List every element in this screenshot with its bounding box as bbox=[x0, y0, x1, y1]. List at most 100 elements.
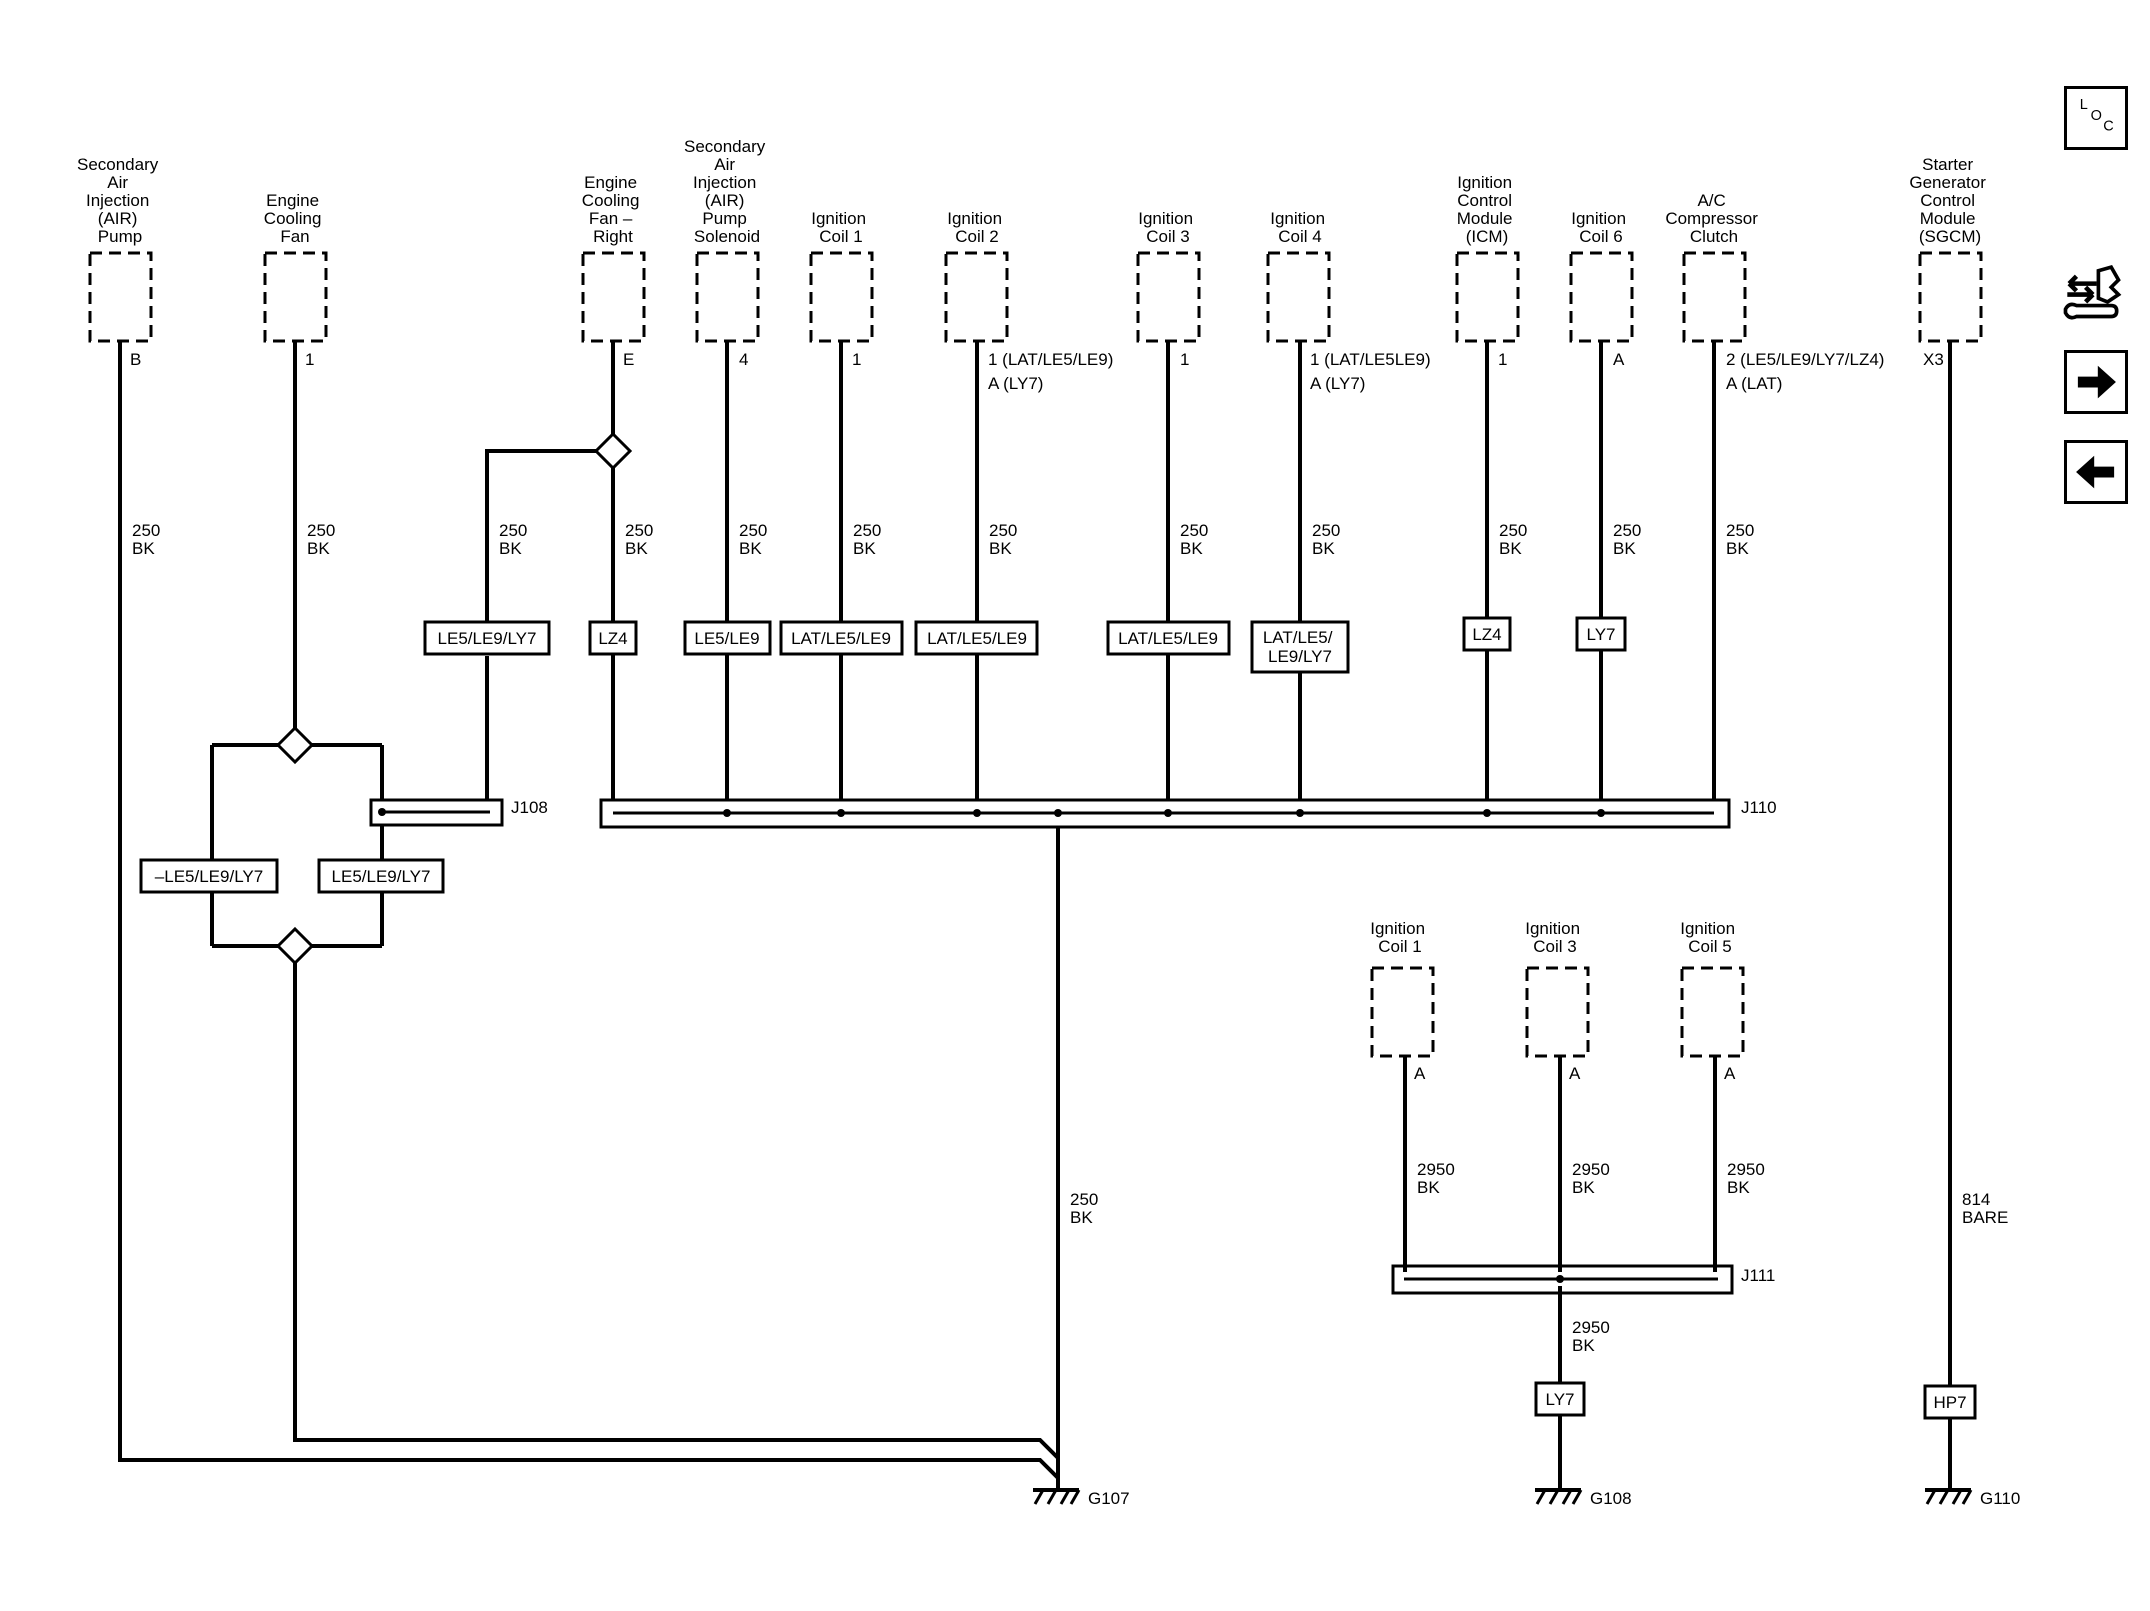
option-lat-le5-le9-coil3: LAT/LE5/LE9 bbox=[1106, 620, 1231, 656]
sgcm-connector[interactable] bbox=[1918, 251, 1983, 343]
air-pump-connector[interactable] bbox=[88, 251, 153, 343]
lower-coil5-connector[interactable] bbox=[1680, 966, 1745, 1058]
coil2-label: Ignition Coil 2 bbox=[947, 209, 1007, 246]
coil6-pin: A bbox=[1613, 350, 1625, 369]
svg-text:–LE5/LE9/LY7: –LE5/LE9/LY7 bbox=[155, 867, 263, 886]
svg-text:LAT/LE5/LE9: LAT/LE5/LE9 bbox=[791, 629, 891, 648]
wire-label-lower-coil1: 2950 BK bbox=[1417, 1160, 1460, 1197]
svg-text:LY7: LY7 bbox=[1587, 625, 1616, 644]
lower-coil1-pin: A bbox=[1414, 1064, 1426, 1083]
lower-coil3-pin: A bbox=[1569, 1064, 1581, 1083]
cooling-fan-connector[interactable] bbox=[263, 251, 328, 343]
cooling-fan-pin: 1 bbox=[305, 350, 314, 369]
wire-label-j111-ground: 2950 BK bbox=[1572, 1318, 1615, 1355]
wire-fan-right-branch[interactable] bbox=[485, 449, 596, 632]
wire-label-air-solenoid: 250 BK bbox=[739, 521, 772, 558]
svg-text:L: L bbox=[2080, 97, 2088, 113]
coil6-connector[interactable] bbox=[1569, 251, 1634, 343]
option-lat-le5-le9-coil1: LAT/LE5/LE9 bbox=[779, 620, 904, 656]
cooling-fan-label: Engine Cooling Fan bbox=[264, 191, 326, 246]
coil4-pin2: A (LY7) bbox=[1310, 374, 1365, 393]
splice-diamond-fan-bottom bbox=[275, 926, 315, 966]
option-lz4-fan-right: LZ4 bbox=[588, 620, 638, 656]
ground-g108: G108 bbox=[1535, 1488, 1632, 1508]
wire-fan-right-j108[interactable] bbox=[382, 656, 489, 810]
fan-right-pin: E bbox=[623, 350, 634, 369]
wire-label-sgcm: 814 BARE bbox=[1962, 1190, 2008, 1227]
option-lz4-icm: LZ4 bbox=[1462, 616, 1512, 652]
svg-text:O: O bbox=[2091, 108, 2102, 124]
j110-dots bbox=[378, 808, 1605, 1283]
icm-connector[interactable] bbox=[1455, 251, 1520, 343]
option-not-le5-le9-ly7: –LE5/LE9/LY7 bbox=[139, 858, 279, 894]
ground-g110: G110 bbox=[1925, 1488, 2020, 1508]
splice-j111-label: J111 bbox=[1741, 1266, 1775, 1285]
splice-diamond-fan-right bbox=[593, 431, 633, 471]
coil6-label: Ignition Coil 6 bbox=[1571, 209, 1631, 246]
lower-coil1-label: Ignition Coil 1 bbox=[1370, 919, 1430, 956]
wire-air-pump[interactable] bbox=[118, 341, 1060, 1490]
svg-text:G107: G107 bbox=[1088, 1489, 1130, 1508]
air-solenoid-connector[interactable] bbox=[695, 251, 760, 343]
coil1-label: Ignition Coil 1 bbox=[811, 209, 871, 246]
coil1-pin: 1 bbox=[852, 350, 861, 369]
wire-label-fan-right: 250 BK bbox=[625, 521, 658, 558]
wire-cooling-fan-ground[interactable] bbox=[293, 963, 1060, 1490]
coil3-pin: 1 bbox=[1180, 350, 1189, 369]
ac-clutch-pin2: A (LAT) bbox=[1726, 374, 1782, 393]
splice-j108-label: J108 bbox=[511, 798, 548, 817]
option-lat-le5-le9-coil2: LAT/LE5/LE9 bbox=[914, 620, 1039, 656]
coil2-connector[interactable] bbox=[944, 251, 1009, 343]
wire-cooling-fan-branches[interactable] bbox=[210, 745, 384, 946]
svg-text:LE5/LE9: LE5/LE9 bbox=[694, 629, 759, 648]
splice-j110-label: J110 bbox=[1741, 798, 1777, 817]
coil3-connector[interactable] bbox=[1136, 251, 1201, 343]
svg-text:G108: G108 bbox=[1590, 1489, 1632, 1508]
coil2-pin: 1 (LAT/LE5/LE9) bbox=[988, 350, 1113, 369]
option-le5-le9-ly7-fan: LE5/LE9/LY7 bbox=[317, 858, 445, 894]
wire-label-coil6: 250 BK bbox=[1613, 521, 1646, 558]
svg-text:G110: G110 bbox=[1980, 1489, 2020, 1508]
lower-coil1-connector[interactable] bbox=[1370, 966, 1435, 1058]
svg-text:LAT/LE5/LE9: LAT/LE5/LE9 bbox=[927, 629, 1027, 648]
lower-coil3-connector[interactable] bbox=[1525, 966, 1590, 1058]
coil2-pin2: A (LY7) bbox=[988, 374, 1043, 393]
sgcm-pin: X3 bbox=[1923, 350, 1944, 369]
option-lat-le5-le9-ly7-coil4: LAT/LE5/ LE9/LY7 bbox=[1250, 620, 1350, 674]
wire-label-coil3: 250 BK bbox=[1180, 521, 1213, 558]
svg-text:LAT/LE5/ LE9/LY7: LAT/LE5/ LE9/LY7 bbox=[1263, 628, 1337, 666]
coil4-pin: 1 (LAT/LE5LE9) bbox=[1310, 350, 1431, 369]
air-pump-pin: B bbox=[130, 350, 141, 369]
wire-label-coil2: 250 BK bbox=[989, 521, 1022, 558]
ac-clutch-connector[interactable] bbox=[1682, 251, 1747, 343]
icm-pin: 1 bbox=[1498, 350, 1507, 369]
arrow-left-icon[interactable] bbox=[2064, 440, 2128, 504]
fan-right-label: Engine Cooling Fan – Right bbox=[582, 173, 644, 246]
air-solenoid-label: Secondary Air Injection (AIR) Pump Solen… bbox=[684, 137, 770, 246]
connector-end-view-icon[interactable] bbox=[2060, 258, 2124, 322]
fan-right-connector[interactable] bbox=[581, 251, 646, 343]
wire-label-j110-ground: 250 BK bbox=[1070, 1190, 1103, 1227]
svg-text:LZ4: LZ4 bbox=[1472, 625, 1501, 644]
coil1-connector[interactable] bbox=[809, 251, 874, 343]
loc-icon[interactable]: L O C bbox=[2064, 86, 2128, 150]
ground-g107: G107 bbox=[1033, 1488, 1130, 1508]
lower-coil5-pin: A bbox=[1724, 1064, 1736, 1083]
svg-text:LZ4: LZ4 bbox=[598, 629, 627, 648]
sgcm-label: Starter Generator Control Module (SGCM) bbox=[1909, 155, 1990, 246]
svg-text:LAT/LE5/LE9: LAT/LE5/LE9 bbox=[1118, 629, 1218, 648]
coil4-label: Ignition Coil 4 bbox=[1270, 209, 1330, 246]
option-ly7-g108: LY7 bbox=[1534, 1381, 1586, 1417]
ac-clutch-label: A/C Compressor Clutch bbox=[1665, 191, 1762, 246]
coil4-connector[interactable] bbox=[1266, 251, 1331, 343]
lower-coil3-label: Ignition Coil 3 bbox=[1525, 919, 1585, 956]
svg-text:LE5/LE9/LY7: LE5/LE9/LY7 bbox=[332, 867, 431, 886]
option-le5-le9-solenoid: LE5/LE9 bbox=[683, 620, 772, 656]
wire-label-fan-right-branch: 250 BK bbox=[499, 521, 532, 558]
air-pump-label: Secondary Air Injection (AIR) Pump bbox=[77, 155, 163, 246]
ac-clutch-pin: 2 (LE5/LE9/LY7/LZ4) bbox=[1726, 350, 1884, 369]
option-ly7-coil6: LY7 bbox=[1575, 616, 1627, 652]
svg-text:C: C bbox=[2103, 119, 2113, 135]
arrow-right-icon[interactable] bbox=[2064, 350, 2128, 414]
svg-text:LE5/LE9/LY7: LE5/LE9/LY7 bbox=[438, 629, 537, 648]
